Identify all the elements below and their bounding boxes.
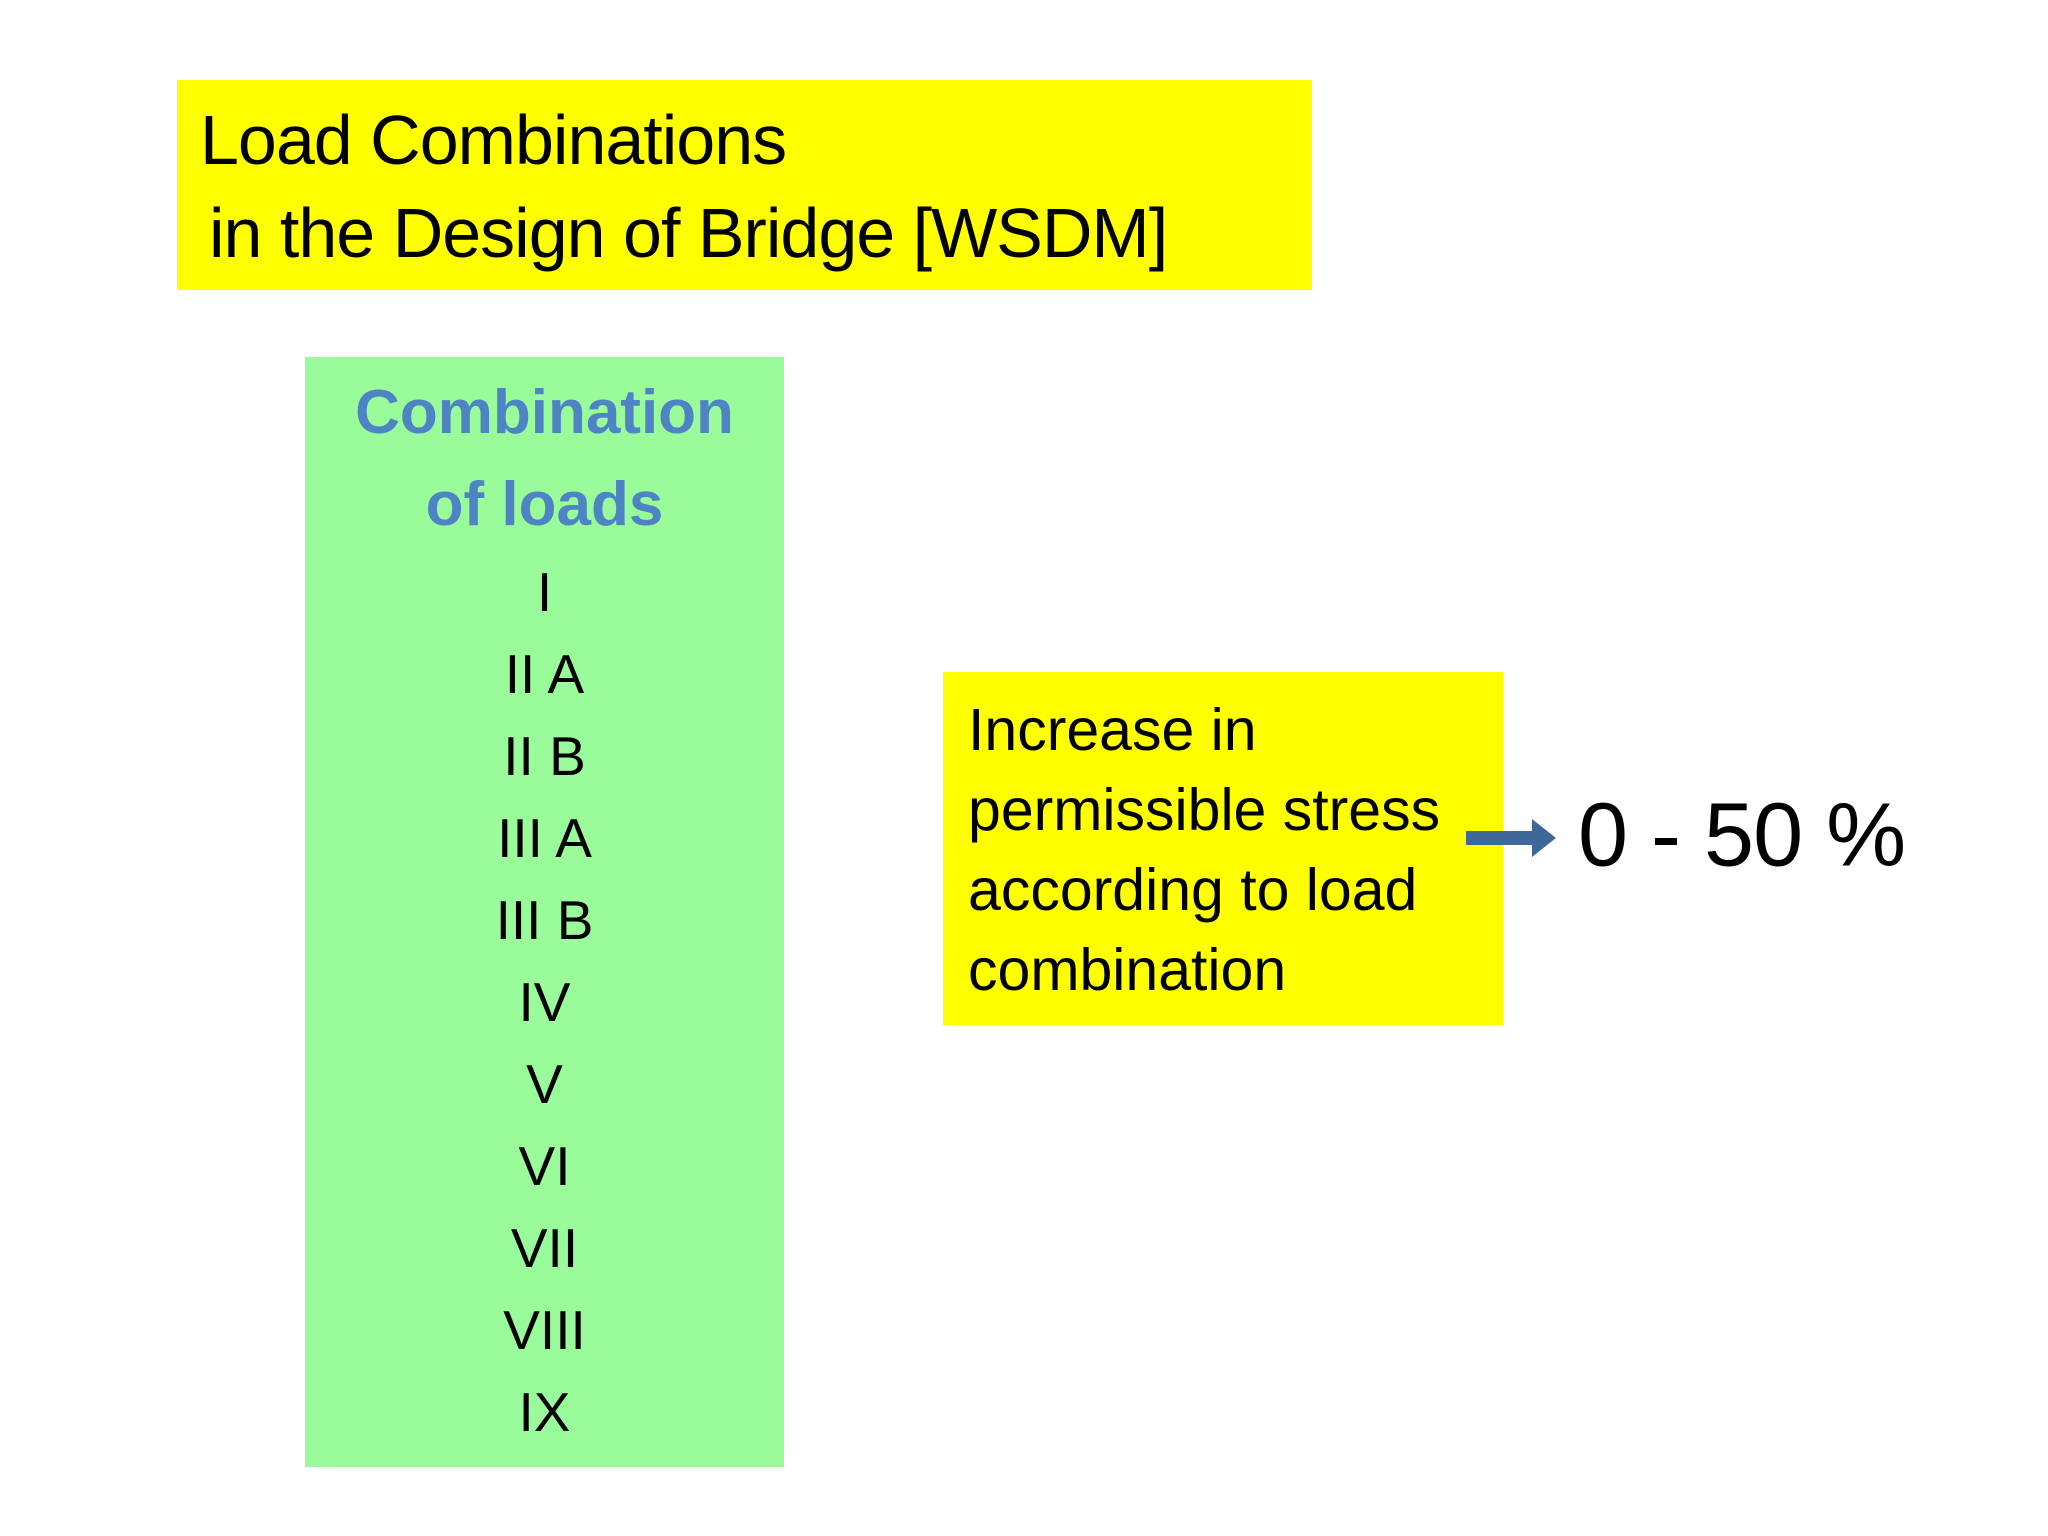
load-combination-item: II A: [504, 643, 585, 705]
load-combination-item: VII: [510, 1217, 579, 1279]
combination-header-line: of loads: [425, 470, 664, 539]
combination-header-line: Combination: [355, 378, 734, 447]
stress-increase-range-label: 0 - 50 %: [1578, 785, 1906, 886]
info-box-line: combination: [968, 937, 1287, 1003]
load-combination-item: VI: [518, 1135, 571, 1197]
load-combination-item: I: [536, 561, 553, 623]
permissible-stress-info-box: Increase in permissible stress according t…: [943, 672, 1503, 1025]
slide-title-box: Load Combinations in the Design of Bridge…: [177, 80, 1312, 290]
load-combination-item: V: [526, 1053, 563, 1115]
load-combination-item: II B: [503, 725, 586, 787]
info-box-line: Increase in: [968, 697, 1257, 763]
load-combination-item: IX: [518, 1381, 571, 1443]
load-combination-item: III A: [497, 807, 592, 869]
load-combination-item: III B: [495, 889, 594, 951]
right-arrow-icon: [1466, 819, 1556, 857]
info-box-line: according to load: [968, 857, 1418, 923]
combination-box-header: Combination of loads: [305, 367, 784, 551]
load-combination-item: VIII: [503, 1299, 586, 1361]
load-combination-item: IV: [518, 971, 571, 1033]
slide-title-line: Load Combinations: [200, 101, 787, 179]
slide-title-line: in the Design of Bridge [WSDM]: [209, 194, 1168, 272]
info-box-line: permissible stress: [968, 777, 1441, 843]
